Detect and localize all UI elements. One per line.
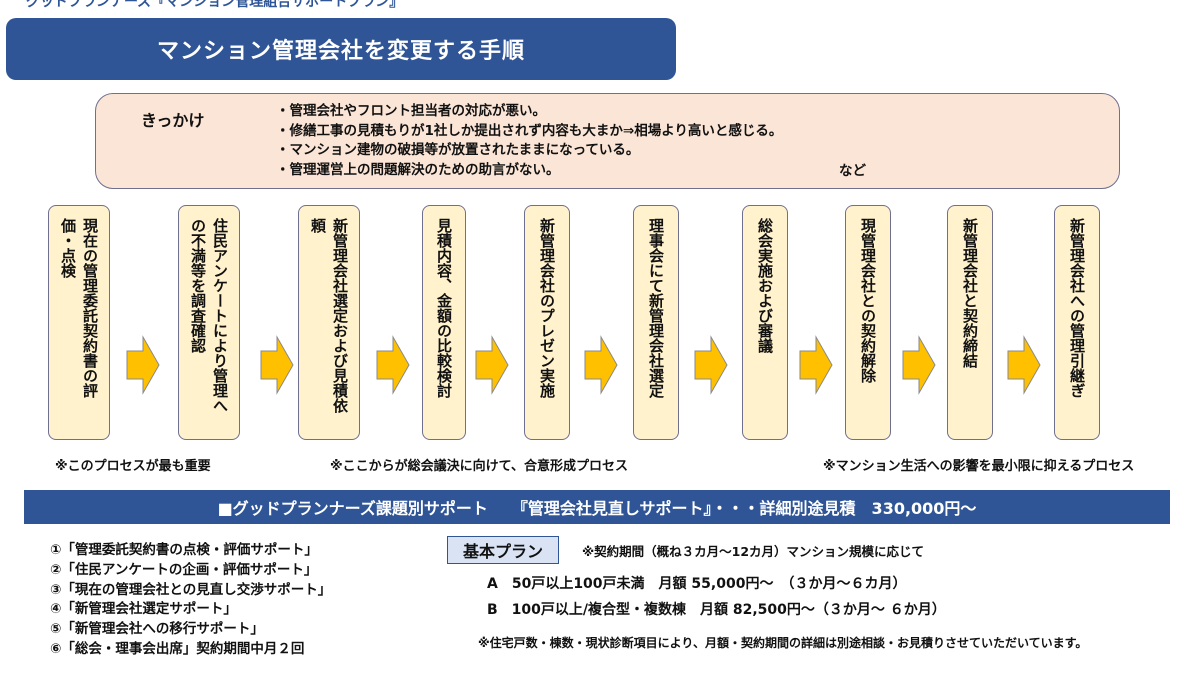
step-7-line-1: 総会実施および審議 xyxy=(756,218,774,353)
step-4: 見積内容、金額の比較検討 xyxy=(422,205,466,440)
step-3-line-1: 新管理会社選定および見積依 xyxy=(331,218,349,413)
plan-footnote: ※住宅戸数・棟数・現状診断項目により、月額・契約期間の詳細は別途相談・お見積りさ… xyxy=(478,636,1088,650)
arrow-3-icon xyxy=(376,335,410,395)
step-2: 住民アンケートにより管理へ の不満等を調査確認 xyxy=(178,205,240,440)
support-item: ④「新管理会社選定サポート」 xyxy=(50,601,237,618)
arrow-9-icon xyxy=(1007,335,1041,395)
arrow-7-icon xyxy=(799,335,833,395)
arrow-8-icon xyxy=(902,335,936,395)
support-item: ⑤「新管理会社への移行サポート」 xyxy=(50,621,264,638)
plan-note: ※契約期間（概ね３カ月～12カ月）マンション規模に応じて xyxy=(582,544,925,559)
support-list: ①「管理委託契約書の点検・評価サポート」 ②「住民アンケートの企画・評価サポート… xyxy=(50,541,331,660)
trigger-etc: など xyxy=(839,163,866,179)
step-8-line-1: 現管理会社との契約解除 xyxy=(859,218,877,383)
arrow-2-icon xyxy=(260,335,294,395)
plan-row-b: B 100戸以上/複合型・複数棟 月額 82,500円～（３か月～ ６か月） xyxy=(487,602,946,618)
step-3-line-2: 頼 xyxy=(309,218,327,233)
page-caption: グッドプランナーズ『マンション管理組合サポートプラン』 xyxy=(26,0,404,10)
step-1-line-2: 価・点検 xyxy=(59,218,77,278)
step-9: 新管理会社と契約締結 xyxy=(947,205,993,440)
step-2-line-1: 住民アンケートにより管理へ xyxy=(211,218,229,413)
trigger-item: ・管理運営上の問題解決のための助言がない。 xyxy=(276,161,560,178)
plan-row-a: A 50戸以上100戸未満 月額 55,000円～ （３か月～６カ月） xyxy=(487,576,907,592)
trigger-box: きっかけ ・管理会社やフロント担当者の対応が悪い。 ・修繕工事の見積もりが1社し… xyxy=(95,93,1120,189)
support-item: ③「現在の管理会社との見直し交渉サポート」 xyxy=(50,581,332,598)
step-4-line-1: 見積内容、金額の比較検討 xyxy=(435,218,453,398)
arrow-5-icon xyxy=(584,335,618,395)
step-6: 理事会にて新管理会社選定 xyxy=(633,205,679,440)
step-5-line-1: 新管理会社のプレゼン実施 xyxy=(538,218,556,398)
note-consensus: ※ここからが総会議決に向けて、合意形成プロセス xyxy=(330,459,628,474)
trigger-label: きっかけ xyxy=(141,111,205,130)
step-8: 現管理会社との契約解除 xyxy=(845,205,891,440)
step-1: 現在の管理委託契約書の評 価・点検 xyxy=(48,205,110,440)
step-2-line-2: の不満等を調査確認 xyxy=(189,218,207,353)
step-10: 新管理会社への管理引継ぎ xyxy=(1054,205,1100,440)
step-6-line-1: 理事会にて新管理会社選定 xyxy=(647,218,665,398)
page-title: マンション管理会社を変更する手順 xyxy=(6,18,676,80)
step-10-line-1: 新管理会社への管理引継ぎ xyxy=(1068,218,1086,398)
arrow-6-icon xyxy=(694,335,728,395)
support-item: ①「管理委託契約書の点検・評価サポート」 xyxy=(50,542,318,558)
basic-plan-tag: 基本プラン xyxy=(447,536,559,564)
arrow-1-icon xyxy=(126,335,160,395)
trigger-item: ・修繕工事の見積もりが1社しか提出されず内容も大まか⇒相場より高いと感じる。 xyxy=(276,122,783,139)
arrow-4-icon xyxy=(475,335,509,395)
trigger-item: ・管理会社やフロント担当者の対応が悪い。 xyxy=(276,103,546,119)
step-1-line-1: 現在の管理委託契約書の評 xyxy=(81,218,99,398)
trigger-item: ・マンション建物の破損等が放置されたままになっている。 xyxy=(276,142,640,158)
step-5: 新管理会社のプレゼン実施 xyxy=(524,205,570,440)
step-7: 総会実施および審議 xyxy=(742,205,788,440)
support-item: ⑥「総会・理事会出席」契約期間中月２回 xyxy=(50,640,305,657)
support-banner: ■グッドプランナーズ課題別サポート 『管理会社見直しサポート』・・・詳細別途見積… xyxy=(24,490,1170,524)
support-item: ②「住民アンケートの企画・評価サポート」 xyxy=(50,561,318,578)
trigger-list: ・管理会社やフロント担当者の対応が悪い。 ・修繕工事の見積もりが1社しか提出され… xyxy=(276,102,782,180)
note-minimize: ※マンション生活への影響を最小限に抑えるプロセス xyxy=(823,459,1135,474)
note-important: ※このプロセスが最も重要 xyxy=(55,459,211,474)
step-3: 新管理会社選定および見積依 頼 xyxy=(298,205,360,440)
step-9-line-1: 新管理会社と契約締結 xyxy=(961,218,979,368)
